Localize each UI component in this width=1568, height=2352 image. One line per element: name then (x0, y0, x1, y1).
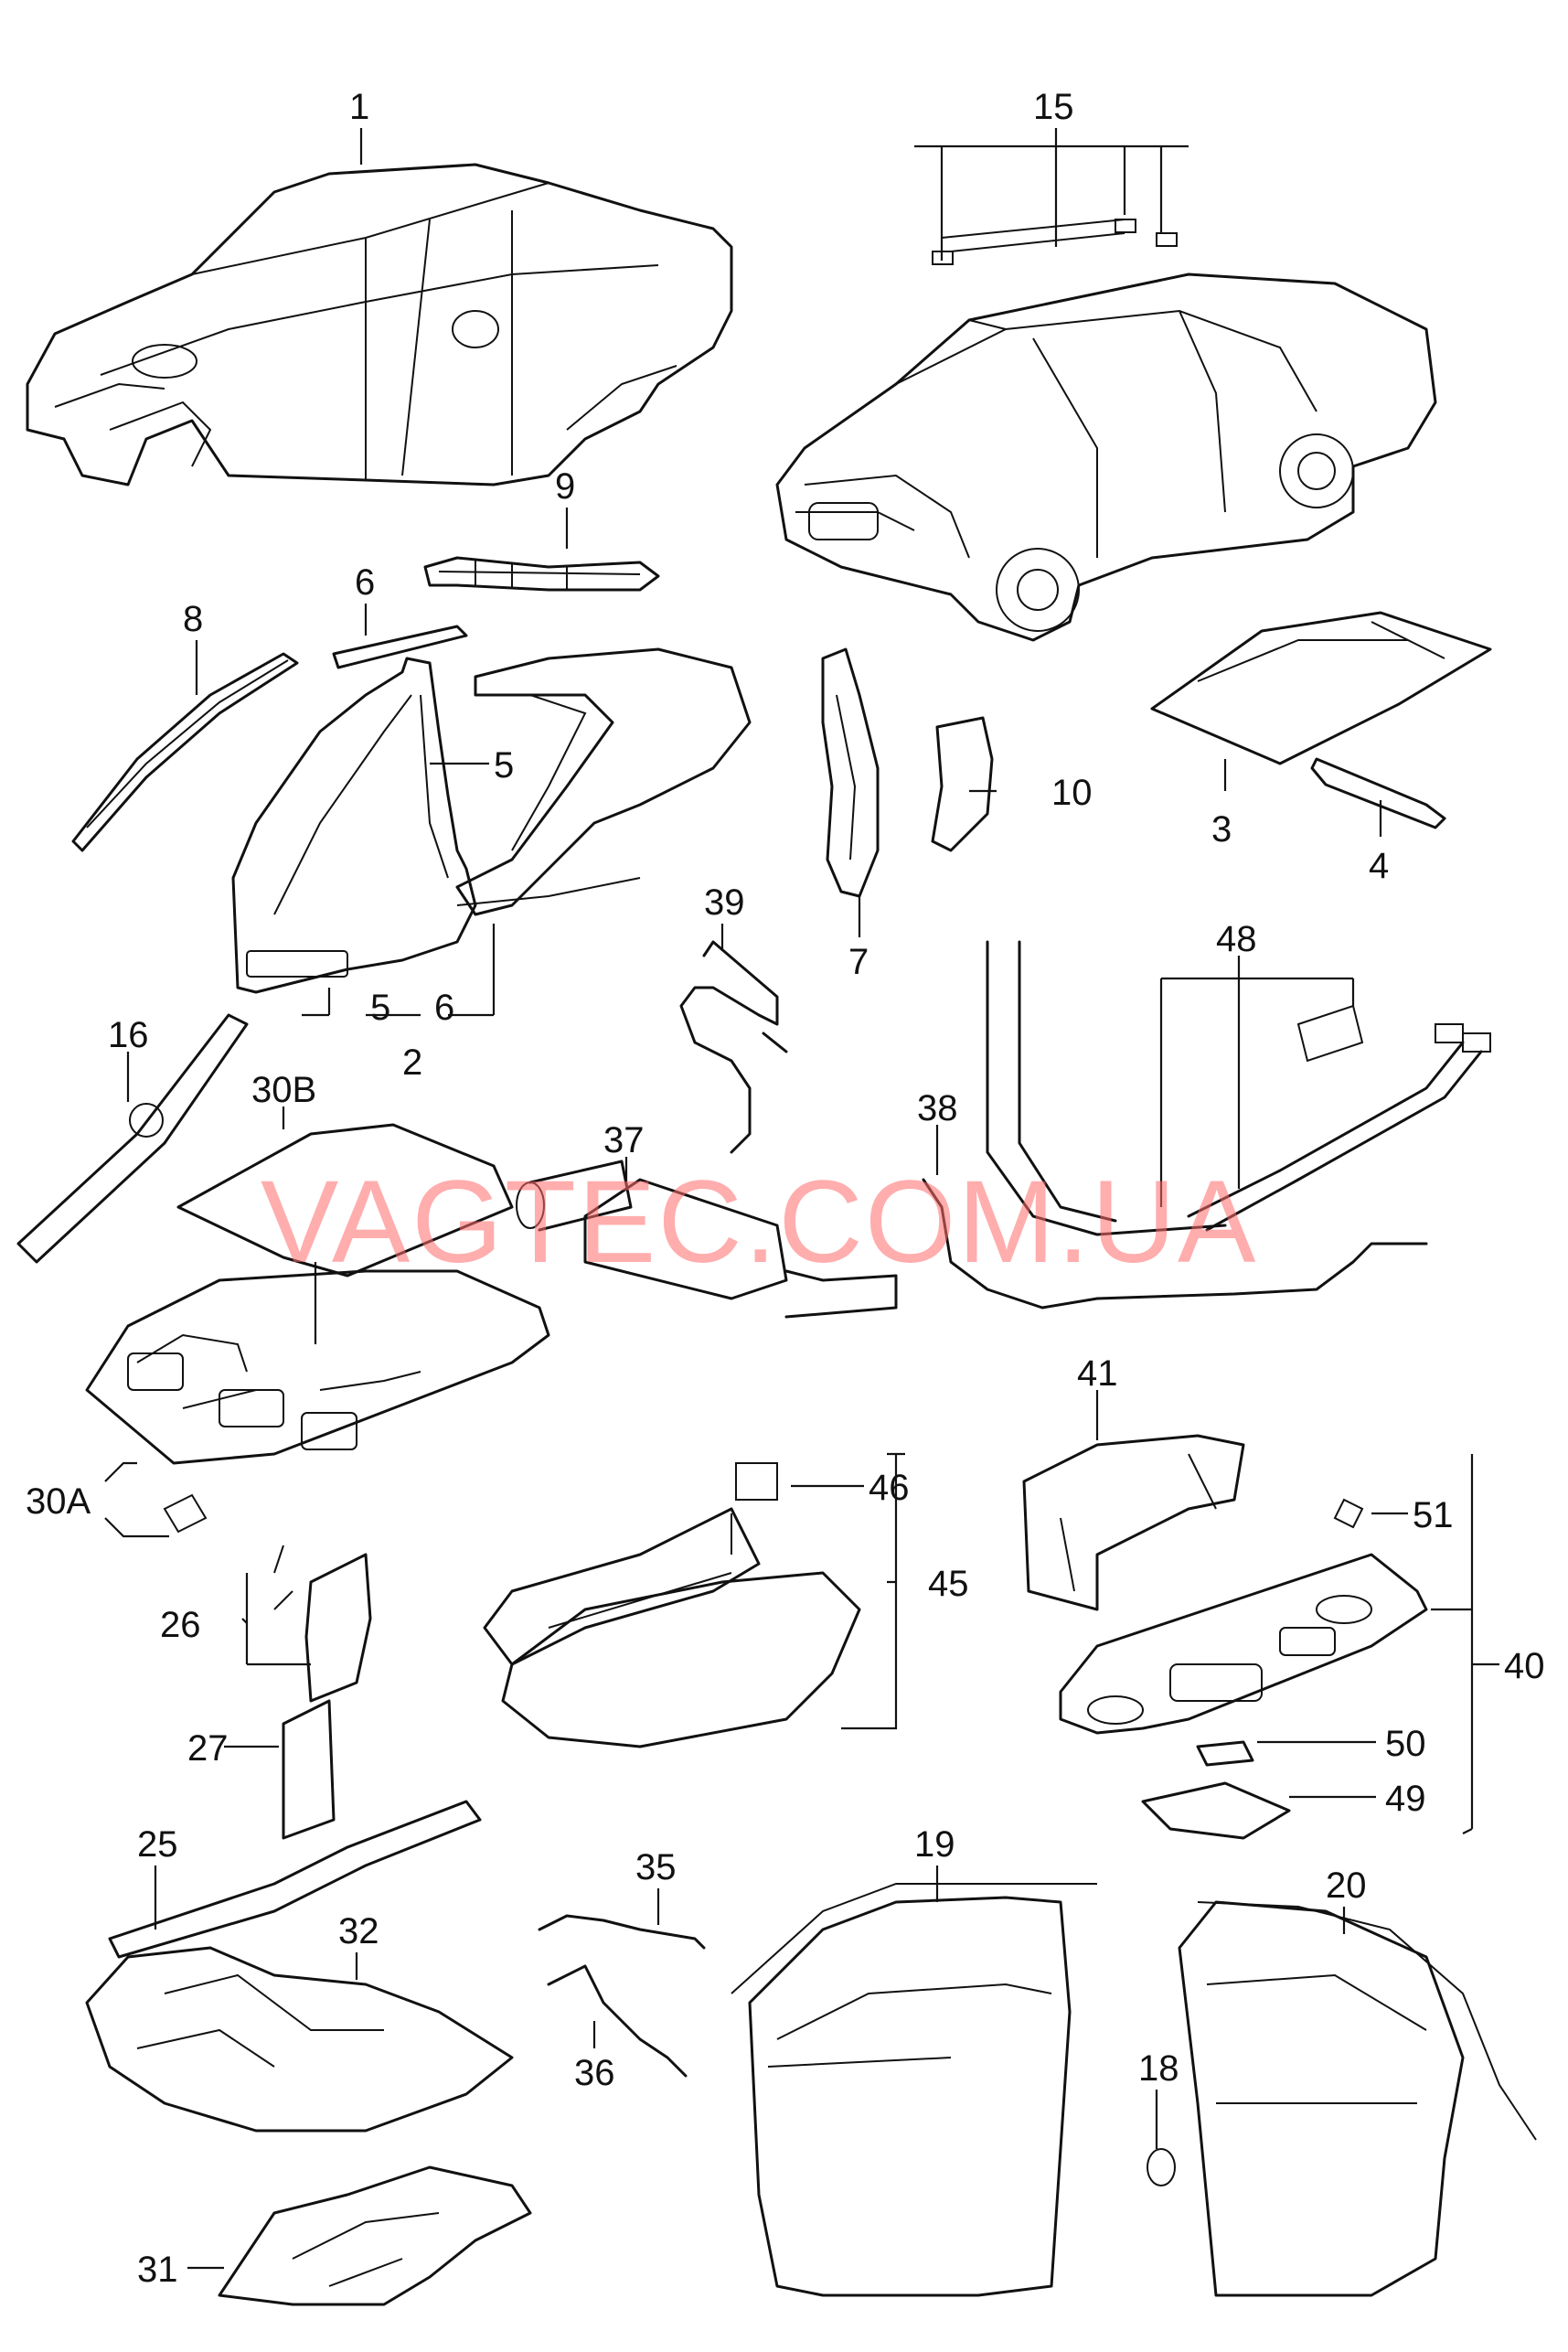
callout-51: 51 (1413, 1495, 1454, 1535)
callout-7: 7 (848, 942, 869, 982)
roof-panel (1150, 611, 1492, 765)
callout-37: 37 (603, 1120, 645, 1160)
callout-30b: 30B (251, 1070, 316, 1110)
part-36-hose (547, 1964, 688, 2078)
callout-18: 18 (1138, 2048, 1179, 2089)
callout-48: 48 (1216, 919, 1257, 959)
callout-10: 10 (1051, 773, 1093, 813)
callouts: 1 15 9 6 8 5 10 3 4 39 7 5 6 2 48 16 30B… (26, 87, 1545, 2290)
callout-49: 49 (1385, 1779, 1426, 1819)
callout-5-top: 5 (494, 745, 514, 786)
part-10 (931, 716, 994, 852)
part-4 (1310, 757, 1446, 829)
callout-46: 46 (869, 1468, 910, 1508)
callout-16: 16 (108, 1015, 149, 1055)
part-7 (821, 647, 880, 898)
callout-41: 41 (1077, 1353, 1118, 1394)
side-panel (231, 647, 752, 994)
headliner (85, 1269, 550, 1534)
callout-36: 36 (574, 2053, 615, 2093)
complete-car (775, 219, 1437, 642)
part-38-hose (922, 1178, 1428, 1310)
body-shell (26, 163, 733, 486)
leader-lines (104, 128, 1499, 2270)
callout-31: 31 (137, 2250, 178, 2290)
pillar-trims (273, 1545, 372, 1840)
part-20-rear-door (1147, 1900, 1537, 2297)
callout-4: 4 (1369, 846, 1389, 886)
callout-40: 40 (1504, 1646, 1545, 1686)
callout-5-bottom: 5 (370, 988, 390, 1028)
callout-6-bottom: 6 (434, 988, 454, 1028)
callout-30a: 30A (26, 1481, 91, 1522)
part-25-sill (108, 1800, 482, 1959)
callout-9: 9 (555, 466, 575, 507)
watermark-text: VAGTEC.COM.UA (261, 1157, 1257, 1288)
part-8 (71, 652, 299, 852)
part-9 (423, 556, 660, 592)
callout-50: 50 (1385, 1724, 1426, 1764)
callout-39: 39 (704, 882, 745, 923)
callout-6-top: 6 (355, 562, 375, 603)
part-19-front-door (731, 1883, 1097, 2297)
part-32-carpet (85, 1946, 514, 2133)
part-41-cover (1022, 1434, 1245, 1611)
callout-35: 35 (635, 1847, 677, 1887)
callout-38: 38 (917, 1088, 958, 1128)
part-6-strip (332, 625, 468, 669)
part-39-tube (679, 940, 788, 1154)
part-40-lamp-tray (1059, 1498, 1428, 1840)
callout-15: 15 (1033, 87, 1074, 127)
part-48-hoses (986, 940, 1491, 1236)
callout-32: 32 (338, 1911, 379, 1951)
callout-20: 20 (1326, 1866, 1367, 1906)
callout-8: 8 (183, 599, 203, 639)
part-35-cable (538, 1914, 706, 1950)
part-16-grab-handle (16, 1013, 249, 1264)
callout-45: 45 (928, 1564, 969, 1604)
part-45-rear-shelf (483, 1462, 861, 1748)
callout-19: 19 (914, 1824, 955, 1865)
callout-1: 1 (349, 87, 369, 127)
callout-2: 2 (402, 1042, 422, 1083)
callout-3: 3 (1211, 809, 1232, 850)
callout-27: 27 (187, 1728, 229, 1769)
part-31-carpet (218, 2165, 532, 2306)
part-30b-pad (176, 1123, 514, 1278)
callout-25: 25 (137, 1824, 178, 1865)
callout-26: 26 (160, 1605, 201, 1645)
